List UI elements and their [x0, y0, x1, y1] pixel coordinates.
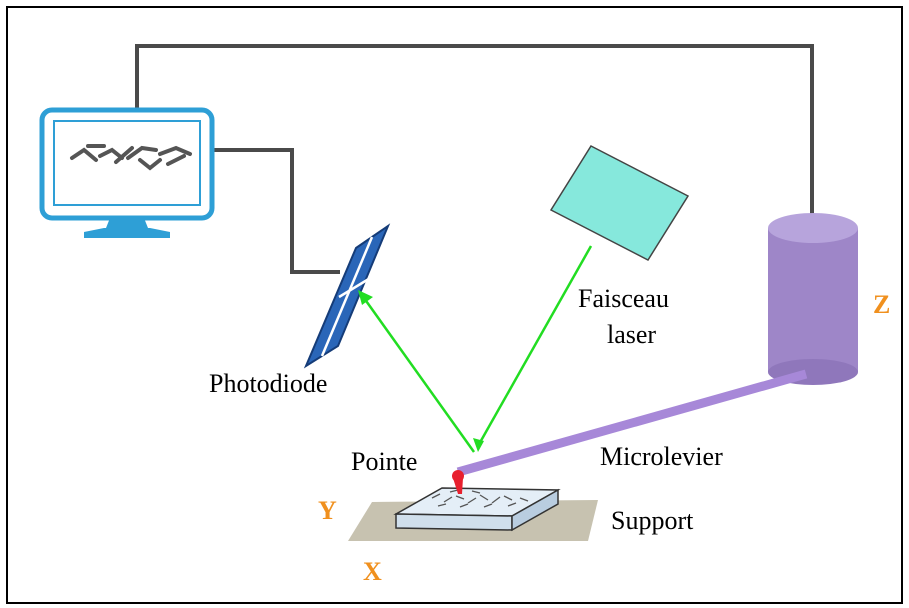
wire-monitor-to-piezo — [135, 44, 814, 215]
label-photodiode: Photodiode — [209, 369, 327, 398]
cantilever-beam — [456, 369, 808, 477]
label-support: Support — [611, 506, 694, 535]
wire-monitor-to-photodiode — [212, 148, 340, 274]
laser-source-icon — [549, 145, 690, 261]
axis-label-y: Y — [318, 496, 337, 525]
label-cantilever: Microlevier — [600, 442, 723, 471]
axis-label-x: X — [363, 557, 382, 586]
label-laser-line1: Faisceau — [578, 284, 669, 313]
scan-image-icon — [70, 144, 192, 171]
probe-tip — [452, 470, 464, 494]
monitor-icon — [39, 107, 215, 238]
photodiode-icon — [303, 223, 391, 369]
sample-block — [393, 487, 561, 532]
laser-beam — [358, 245, 593, 453]
label-laser-line2: laser — [607, 320, 656, 349]
piezo-scanner-cylinder — [768, 213, 858, 385]
axis-label-z: Z — [873, 290, 890, 319]
label-tip: Pointe — [351, 447, 417, 476]
